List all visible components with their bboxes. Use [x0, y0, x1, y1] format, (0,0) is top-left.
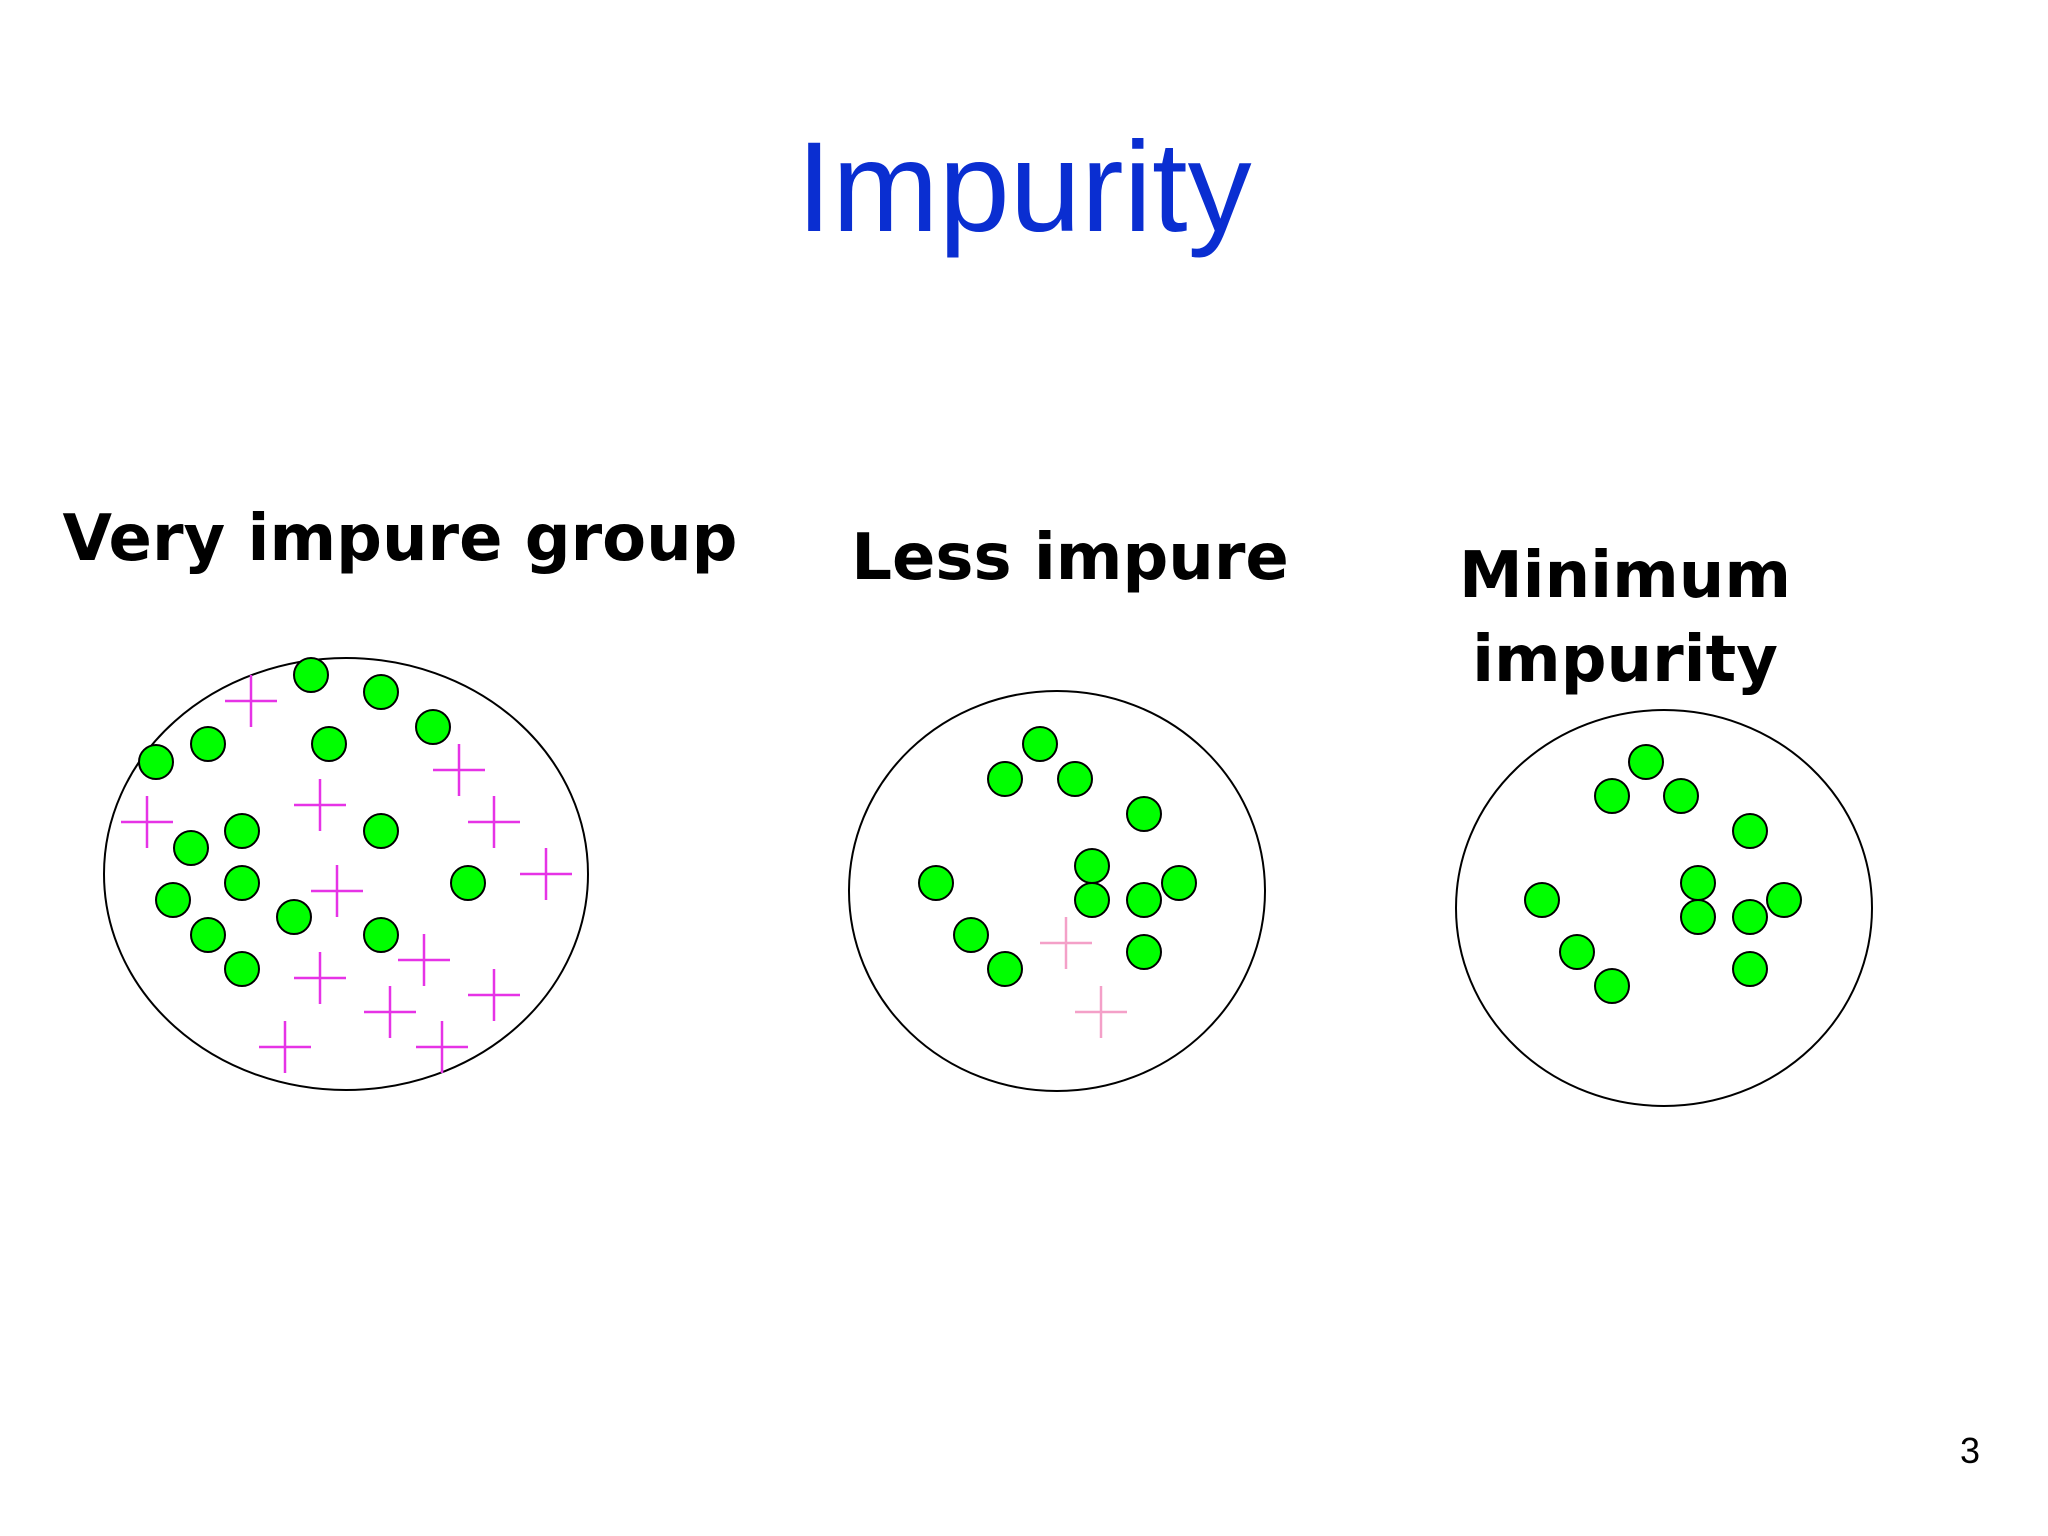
green-dot-marker	[415, 709, 451, 745]
group-minimum-impurity	[1455, 709, 1873, 1107]
green-dot-marker	[1126, 796, 1162, 832]
plus-marker	[364, 986, 416, 1038]
green-dot-marker	[1126, 882, 1162, 918]
plus-marker	[1075, 986, 1127, 1038]
group-label-minimum-impurity: Minimum impurity	[1400, 534, 1850, 702]
green-dot-marker	[1161, 865, 1197, 901]
green-dot-marker	[1074, 848, 1110, 884]
plus-marker	[398, 934, 450, 986]
green-dot-marker	[1559, 934, 1595, 970]
green-dot-marker	[138, 744, 174, 780]
plus-marker	[294, 952, 346, 1004]
green-dot-marker	[1680, 865, 1716, 901]
group-boundary-ellipse	[1455, 709, 1873, 1107]
green-dot-marker	[173, 830, 209, 866]
green-dot-marker	[363, 917, 399, 953]
green-dot-marker	[1126, 934, 1162, 970]
green-dot-marker	[953, 917, 989, 953]
green-dot-marker	[224, 813, 260, 849]
green-dot-marker	[1594, 968, 1630, 1004]
plus-marker	[259, 1021, 311, 1073]
group-label-less-impure: Less impure	[851, 521, 1289, 595]
page-number: 3	[1959, 1430, 1980, 1471]
green-dot-marker	[1663, 778, 1699, 814]
group-boundary-ellipse	[848, 690, 1266, 1092]
group-very-impure	[103, 657, 589, 1091]
group-label-line-1: Minimum	[1458, 539, 1792, 613]
plus-marker	[294, 779, 346, 831]
plus-marker	[225, 675, 277, 727]
plus-marker	[1040, 917, 1092, 969]
green-dot-marker	[363, 674, 399, 710]
green-dot-marker	[1594, 778, 1630, 814]
green-dot-marker	[190, 726, 226, 762]
green-dot-marker	[1732, 899, 1768, 935]
green-dot-marker	[1524, 882, 1560, 918]
group-label-very-impure: Very impure group	[62, 502, 738, 576]
slide-title: Impurity	[796, 116, 1252, 259]
green-dot-marker	[293, 657, 329, 693]
green-dot-marker	[918, 865, 954, 901]
plus-marker	[311, 865, 363, 917]
green-dot-marker	[190, 917, 226, 953]
green-dot-marker	[1074, 882, 1110, 918]
plus-marker	[520, 848, 572, 900]
green-dot-marker	[224, 865, 260, 901]
green-dot-marker	[1022, 726, 1058, 762]
green-dot-marker	[224, 951, 260, 987]
green-dot-marker	[1680, 899, 1716, 935]
group-label-line-2: impurity	[1472, 623, 1778, 697]
green-dot-marker	[155, 882, 191, 918]
green-dot-marker	[987, 761, 1023, 797]
green-dot-marker	[276, 899, 312, 935]
green-dot-marker	[1057, 761, 1093, 797]
green-dot-marker	[1628, 744, 1664, 780]
plus-marker	[468, 969, 520, 1021]
plus-marker	[468, 796, 520, 848]
green-dot-marker	[363, 813, 399, 849]
green-dot-marker	[987, 951, 1023, 987]
green-dot-marker	[450, 865, 486, 901]
green-dot-marker	[1732, 813, 1768, 849]
group-boundary-ellipse	[103, 657, 589, 1091]
plus-marker	[416, 1021, 468, 1073]
green-dot-marker	[311, 726, 347, 762]
green-dot-marker	[1732, 951, 1768, 987]
plus-marker	[433, 744, 485, 796]
green-dot-marker	[1766, 882, 1802, 918]
plus-marker	[121, 796, 173, 848]
group-less-impure	[848, 690, 1266, 1092]
